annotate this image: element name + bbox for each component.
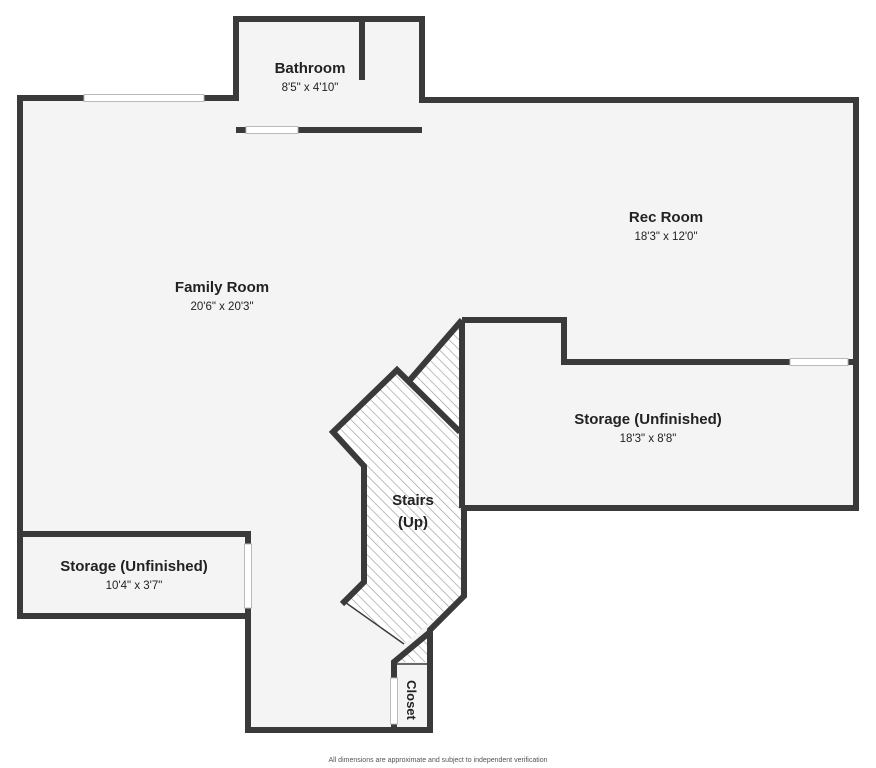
storage-right-label: Storage (Unfinished) bbox=[574, 411, 722, 428]
storage-left-dims: 10'4" x 3'7" bbox=[106, 580, 163, 592]
rec-room-label: Rec Room bbox=[629, 209, 703, 226]
storage-right-dims: 18'3" x 8'8" bbox=[620, 433, 677, 445]
stairs-wall bbox=[406, 318, 465, 383]
closet-label: Closet bbox=[404, 680, 419, 720]
door-closet bbox=[390, 677, 398, 725]
window-bathroom bbox=[245, 126, 299, 134]
stairs-landing-line bbox=[341, 599, 405, 645]
bathroom-label: Bathroom bbox=[275, 60, 346, 77]
stairs-label-up: (Up) bbox=[398, 514, 428, 531]
windows bbox=[83, 94, 849, 725]
disclaimer: All dimensions are approximate and subje… bbox=[328, 757, 547, 764]
rec-room-dims: 18'3" x 12'0" bbox=[634, 231, 697, 243]
stairs-wall-left bbox=[328, 365, 463, 607]
window-storage-right bbox=[789, 358, 849, 366]
storage-right-wall bbox=[462, 317, 856, 365]
window-family-top bbox=[83, 94, 205, 102]
storage-left-label: Storage (Unfinished) bbox=[60, 558, 208, 575]
window-storage-left bbox=[244, 543, 252, 609]
family-room-dims: 20'6" x 20'3" bbox=[190, 301, 253, 313]
family-room-label: Family Room bbox=[175, 279, 269, 296]
bathroom-dims: 8'5" x 4'10" bbox=[282, 82, 339, 94]
stairs-label: Stairs bbox=[392, 492, 434, 509]
